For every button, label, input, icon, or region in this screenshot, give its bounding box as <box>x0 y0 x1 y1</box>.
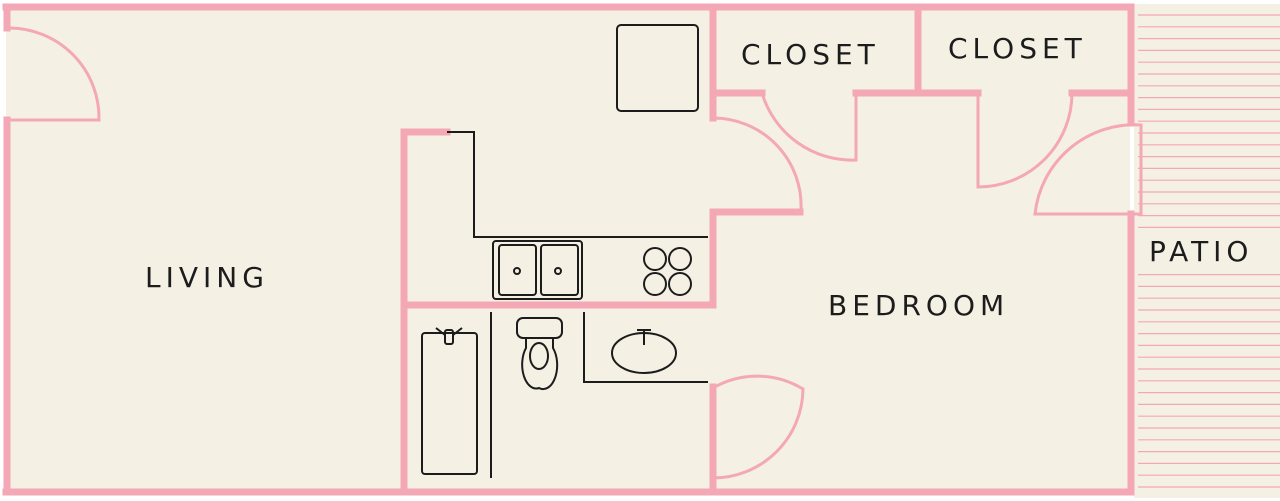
label-living: LIVING <box>145 261 269 294</box>
label-closet-right: CLOSET <box>948 32 1087 65</box>
label-closet-left: CLOSET <box>741 38 880 71</box>
label-bedroom: BEDROOM <box>828 289 1009 322</box>
patio-deck <box>1134 4 1280 498</box>
label-patio: PATIO <box>1149 235 1253 268</box>
stove-burners <box>643 247 692 296</box>
closet-door-left <box>760 92 858 162</box>
interior-floor <box>6 6 1130 493</box>
bathtub <box>421 312 492 478</box>
bathroom-sink <box>583 312 708 383</box>
entry-door <box>8 26 101 122</box>
interior-walls <box>400 3 1135 496</box>
doors <box>8 26 1143 480</box>
patio-door <box>1033 123 1143 216</box>
bedroom-door <box>712 116 803 211</box>
fixtures <box>421 24 708 478</box>
closet-door-right <box>976 92 1074 189</box>
kitchen-sink <box>492 240 583 300</box>
toilet <box>516 317 563 391</box>
exterior-walls <box>2 3 1135 496</box>
bath-door <box>712 374 805 480</box>
kitchen-counter <box>447 131 708 238</box>
fridge-outline <box>616 24 699 112</box>
